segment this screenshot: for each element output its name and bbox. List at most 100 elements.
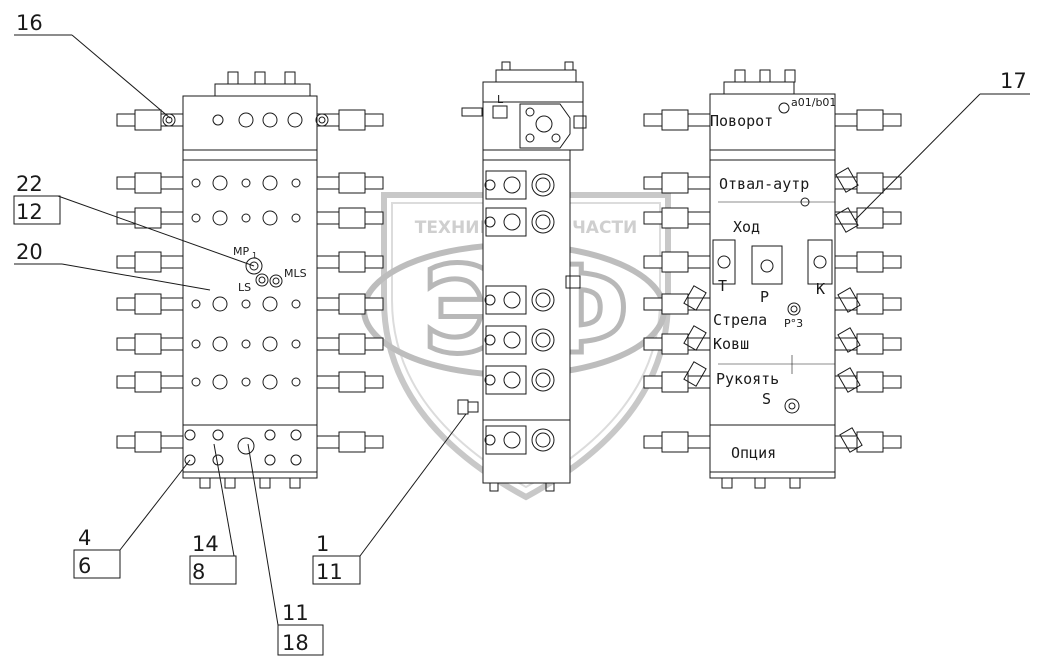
callout-18: 18	[282, 631, 309, 655]
middle-port-bosses	[484, 170, 555, 455]
left-hole	[241, 299, 251, 309]
left-bottom-hole	[264, 429, 276, 441]
port-p-label: P	[760, 288, 769, 306]
right-spool-r-2	[834, 207, 902, 229]
left-hole	[212, 336, 228, 352]
callout-4: 4	[78, 526, 91, 550]
left-spool-r-1	[316, 172, 384, 194]
section-travel-label: Ход	[733, 218, 760, 236]
left-spool-r-3	[316, 251, 384, 273]
left-valve-view	[182, 71, 318, 489]
left-hole	[212, 175, 228, 191]
left-hole	[262, 336, 278, 352]
callout-11-lower: 11	[316, 560, 343, 584]
section-bucket-label: Ковш	[713, 335, 749, 353]
left-bottom-port	[237, 437, 255, 455]
left-spool-r-0	[316, 109, 384, 131]
callout-12: 12	[16, 200, 43, 224]
right-spool-r-7	[834, 431, 902, 453]
middle-port-boss-3	[484, 325, 555, 355]
left-bottom-hole	[290, 454, 302, 466]
section-blade-label: Отвал-аутр	[719, 175, 809, 193]
port-l-label: L	[497, 93, 504, 106]
right-spool-l-1	[643, 172, 711, 194]
left-spool-r-2	[316, 207, 384, 229]
right-spool-l-2	[643, 207, 711, 229]
left-hole	[191, 377, 201, 387]
left-hole	[291, 339, 301, 349]
port-mp-label: MP	[233, 245, 249, 258]
left-hole	[191, 213, 201, 223]
left-hole	[262, 175, 278, 191]
left-hole	[212, 374, 228, 390]
left-hole	[212, 210, 228, 226]
left-hole	[291, 178, 301, 188]
left-spool-l-6	[116, 371, 184, 393]
left-hole	[191, 178, 201, 188]
middle-port-boss-2	[484, 285, 555, 315]
left-spool-l-3	[116, 251, 184, 273]
callout-16: 16	[16, 11, 43, 35]
code-label: a01/b01	[791, 96, 836, 109]
right-valve-view	[709, 69, 836, 489]
left-spool-r-7	[316, 431, 384, 453]
callout-20: 20	[16, 240, 43, 264]
left-bottom-hole	[184, 429, 196, 441]
port-s-label: S	[762, 390, 771, 408]
right-side-fittings	[683, 167, 863, 453]
left-hole	[262, 374, 278, 390]
left-hole	[291, 377, 301, 387]
right-spool-r-5	[834, 333, 902, 355]
left-spool-l-0	[116, 109, 184, 131]
left-spool-l-4	[116, 293, 184, 315]
callout-1: 1	[316, 532, 329, 556]
port-t-label: T	[718, 277, 727, 295]
right-spool-r-6	[834, 371, 902, 393]
port-mp-sub-label: 1	[252, 251, 257, 260]
callout-8: 8	[192, 560, 205, 584]
section-arm-label: Рукоять	[716, 370, 779, 388]
left-bottom-hole	[212, 429, 224, 441]
left-bottom-hole	[290, 429, 302, 441]
left-hole	[241, 178, 251, 188]
left-hole	[212, 296, 228, 312]
left-hole	[241, 377, 251, 387]
left-hole	[191, 339, 201, 349]
right-spool-r-4	[834, 293, 902, 315]
right-spool-l-4	[643, 293, 711, 315]
callout-numbers: 16 17 22 12 20 4 6 14 8 1 11 11 18	[16, 11, 1027, 655]
port-k-label: K	[816, 280, 825, 298]
left-pressure-ports: MP 1 LS MLS	[233, 245, 307, 294]
left-bottom-hole	[184, 454, 196, 466]
callout-6: 6	[78, 554, 91, 578]
right-spool-l-5	[643, 333, 711, 355]
right-spool-r-0	[834, 109, 902, 131]
left-spool-r-4	[316, 293, 384, 315]
section-swing-label: Поворот	[710, 112, 773, 130]
port-mls-label: MLS	[284, 267, 307, 280]
section-boom-label: Стрела	[713, 311, 767, 329]
left-hole	[191, 299, 201, 309]
left-hole	[291, 299, 301, 309]
left-hole	[262, 296, 278, 312]
left-spool-l-5	[116, 333, 184, 355]
section-option-label: Опция	[731, 444, 776, 462]
right-spool-l-3	[643, 251, 711, 273]
callout-11-upper: 11	[282, 601, 309, 625]
port-p3-label: P°3	[784, 317, 803, 330]
middle-port-boss-1	[484, 207, 555, 237]
right-section-labels: a01/b01 Поворот Отвал-аутр Ход Стрела Ко…	[710, 96, 836, 462]
callout-leaders	[13, 34, 1030, 656]
left-spool-l-2	[116, 207, 184, 229]
left-spool-r-6	[316, 371, 384, 393]
middle-port-boss-5	[484, 425, 555, 455]
port-ls-label: LS	[238, 281, 251, 294]
right-spool-l-6	[643, 371, 711, 393]
left-top-ports	[162, 112, 329, 128]
left-spool-l-1	[116, 172, 184, 194]
callout-22: 22	[16, 172, 43, 196]
left-hole	[291, 213, 301, 223]
left-hole	[262, 210, 278, 226]
middle-port-boss-0	[484, 170, 555, 200]
